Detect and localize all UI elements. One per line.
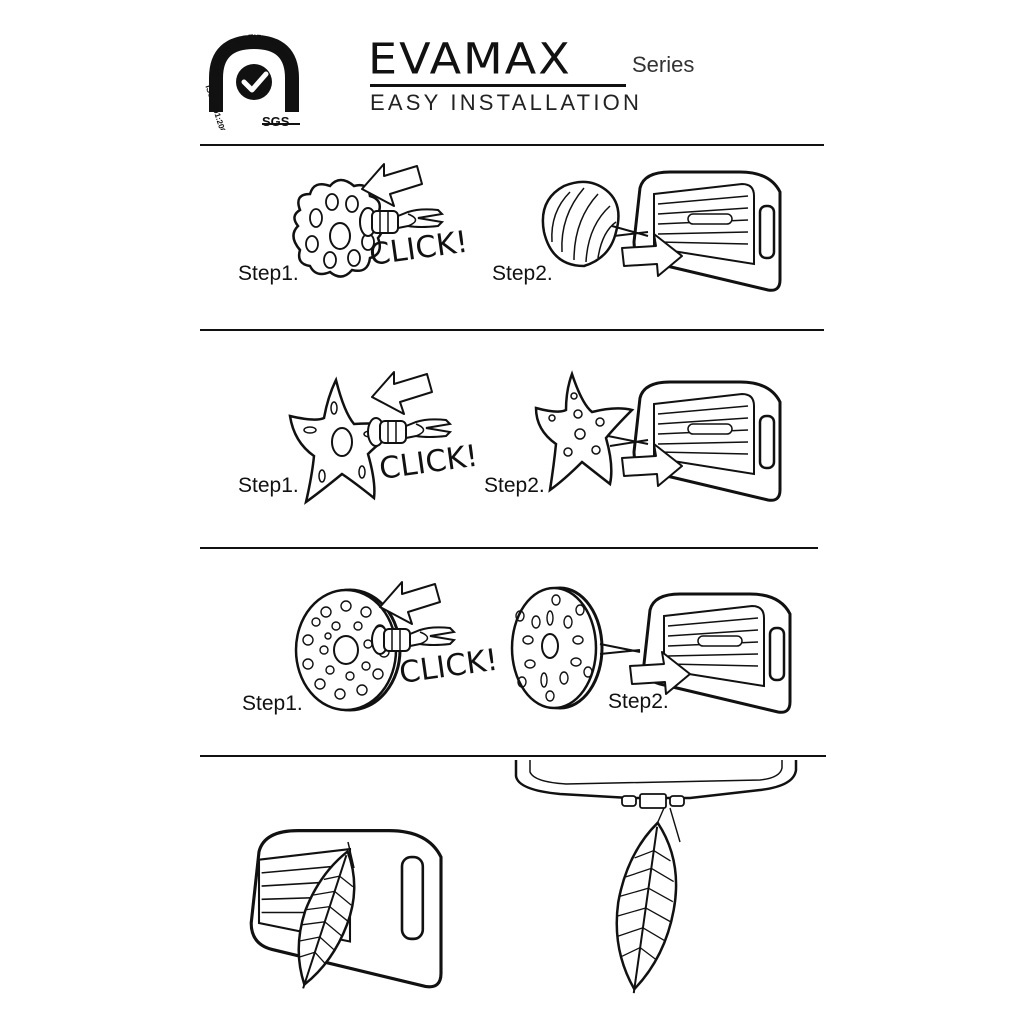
divider-4	[200, 755, 826, 757]
divider-1	[200, 144, 824, 146]
divider-3	[200, 547, 818, 549]
iso-standard-text: ISO 9001:2000	[203, 84, 228, 130]
installation-subtitle: EASY INSTALLATION	[370, 90, 643, 115]
disc-step2-graphic	[510, 586, 792, 714]
shell-step2-graphic	[541, 170, 782, 292]
feather-on-mirror-graphic	[514, 760, 798, 994]
section2-step1-label: Step1.	[238, 474, 299, 497]
shell-step1-graphic	[292, 163, 443, 278]
section3-step2-label: Step2.	[608, 690, 669, 713]
section2-step2-label: Step2.	[484, 474, 545, 497]
brand-title: EVAMAX	[368, 34, 572, 84]
section1-step2-label: Step2.	[492, 262, 553, 285]
brand-underline	[370, 84, 626, 87]
starfish-step1-graphic	[288, 371, 451, 505]
certification-arc-text: SYSTEM CERTIFICATION	[211, 33, 291, 78]
feather-on-vent-graphic	[249, 829, 443, 989]
divider-2	[200, 329, 824, 331]
section3-step1-label: Step1.	[242, 692, 303, 715]
section1-step1-label: Step1.	[238, 262, 299, 285]
certification-logo-graphic	[209, 34, 300, 125]
certification-logo: SYSTEM CERTIFICATION ISO 9001:2000 SGS	[203, 33, 291, 130]
disc-step1-graphic	[294, 581, 455, 712]
series-label: Series	[632, 52, 695, 77]
starfish-step2-graphic	[534, 370, 782, 502]
sgs-text: SGS	[262, 114, 290, 129]
